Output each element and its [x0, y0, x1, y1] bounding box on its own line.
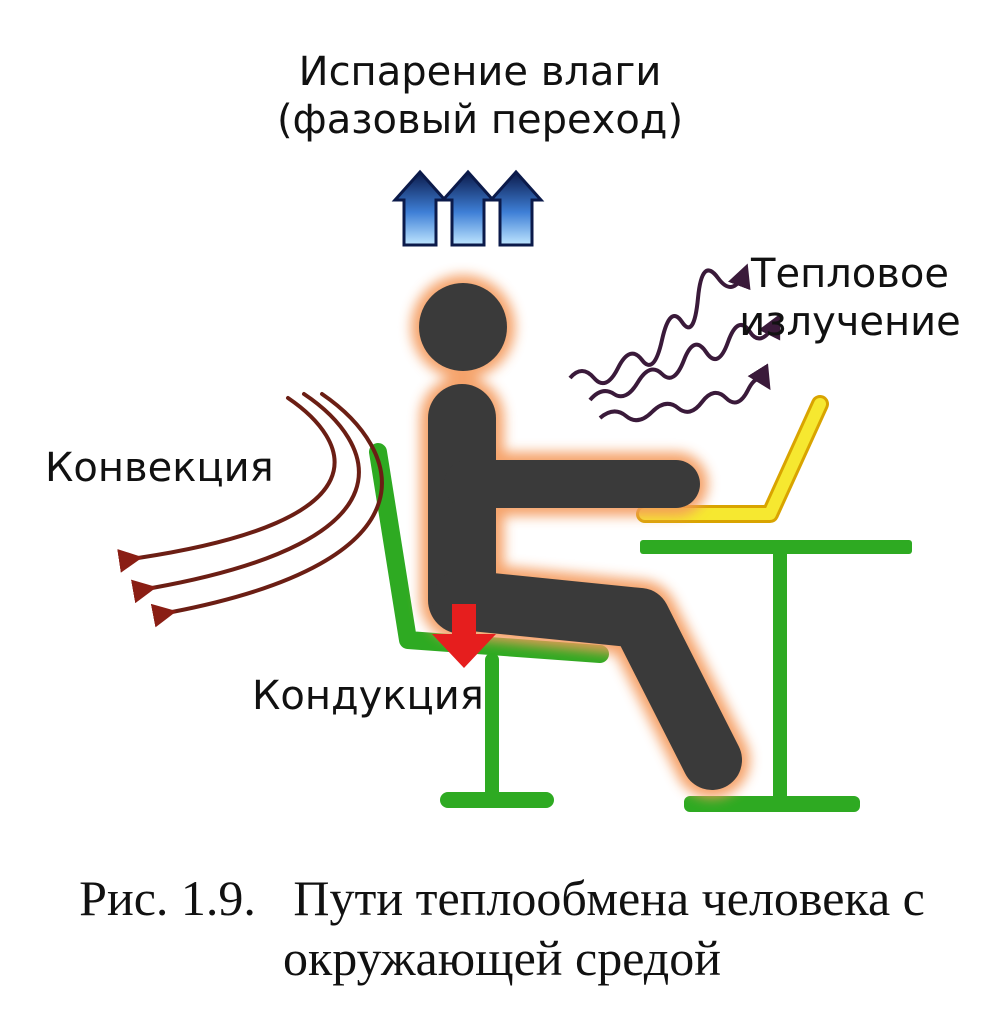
radiation-label-line2: излучение — [739, 299, 961, 345]
convection-arrow-icon — [150, 392, 384, 628]
convection-arrow-icon — [130, 392, 361, 604]
convection-arrows — [117, 392, 384, 628]
radiation-wave-icon — [598, 363, 771, 423]
evaporation-label-line1: Испарение влаги — [298, 49, 662, 95]
evaporation-arrow-icon — [391, 169, 449, 247]
figure-caption-line2: окружающей средой — [283, 930, 721, 986]
evaporation-arrows — [391, 169, 545, 247]
desk-top — [640, 540, 912, 554]
person-leg — [432, 570, 742, 790]
figure-caption-line1: Рис. 1.9. Пути теплообмена человека с — [79, 870, 925, 926]
evaporation-arrow-icon — [487, 169, 545, 247]
desk-foot — [684, 796, 860, 812]
evaporation-arrow-icon — [439, 169, 497, 247]
convection-arrow-icon — [117, 396, 337, 573]
radiation-label-line1: Тепловое — [751, 251, 949, 297]
conduction-arrow-icon — [432, 604, 496, 668]
radiation-wave-icon — [588, 313, 781, 402]
radiation-waves — [568, 263, 781, 423]
chair-back — [369, 443, 609, 663]
convection-label: Конвекция — [45, 445, 274, 491]
person-head — [419, 283, 507, 371]
evaporation-label: Испарение влаги (фазовый переход) — [0, 48, 960, 144]
radiation-wave-icon — [568, 263, 751, 386]
evaporation-label-line2: (фазовый переход) — [276, 97, 684, 143]
desk — [640, 540, 912, 812]
person — [419, 283, 742, 790]
radiation-label: Тепловое излучение — [700, 250, 1000, 346]
chair — [369, 443, 609, 808]
conduction-label: Кондукция — [252, 673, 484, 719]
desk-leg — [773, 554, 787, 804]
